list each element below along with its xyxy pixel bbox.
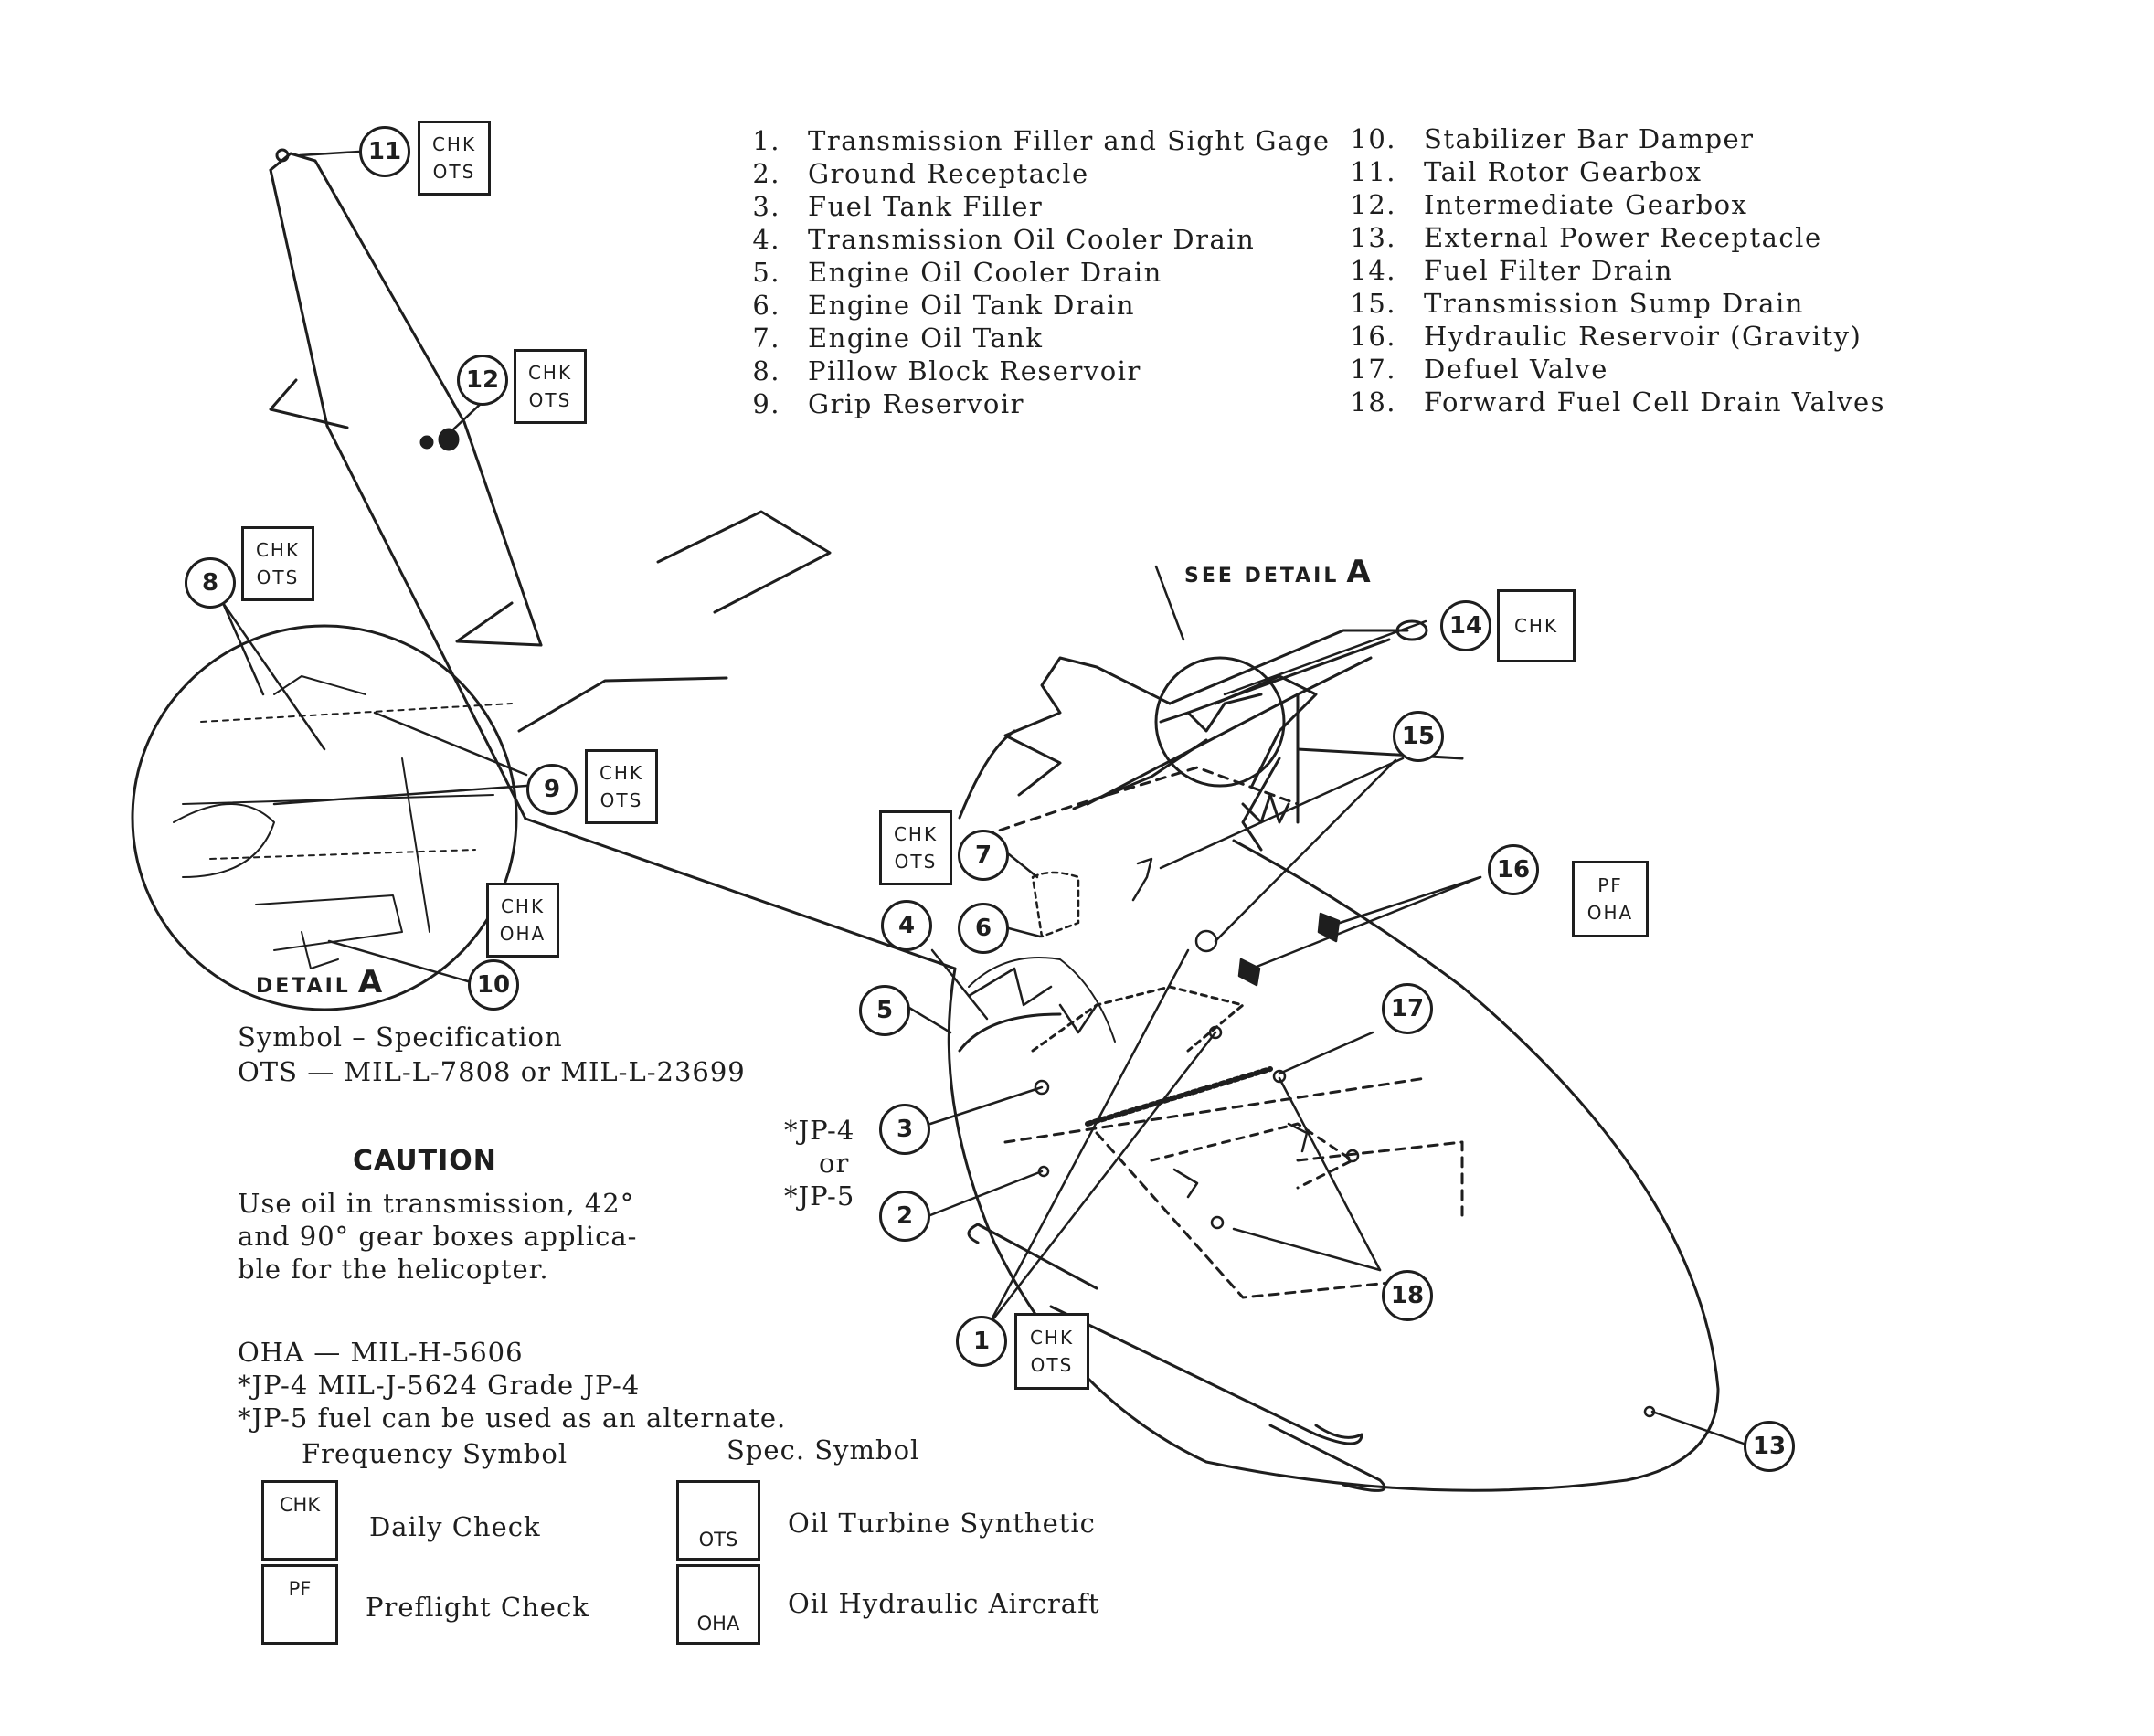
fuel-note-jp4: *JP-4 — [784, 1115, 855, 1146]
note-oha: OHA — MIL-H-5606 — [238, 1337, 524, 1368]
tail-boom — [269, 148, 543, 820]
callout-8: 8 — [185, 557, 236, 609]
rotor-mast — [958, 619, 1464, 852]
caution-line-2: and 90° gear boxes applica- — [238, 1221, 638, 1252]
landing-skids — [967, 1223, 1386, 1492]
callout-4: 4 — [881, 900, 932, 951]
note-jp4: *JP-4 MIL-J-5624 Grade JP-4 — [238, 1370, 641, 1401]
legend-item-5: 5.Engine Oil Cooler Drain — [752, 257, 1162, 288]
legend-item-4: 4.Transmission Oil Cooler Drain — [752, 224, 1256, 255]
callout-16: 16 — [1488, 844, 1539, 895]
callout-3: 3 — [879, 1104, 930, 1155]
callout-1: 1 — [956, 1316, 1007, 1367]
key-pf-box: PF — [261, 1564, 338, 1645]
key-chk-box: CHK — [261, 1480, 338, 1561]
legend-item-8: 8.Pillow Block Reservoir — [752, 355, 1141, 386]
callout-6: 6 — [958, 903, 1009, 954]
legend-item-15: 15.Transmission Sump Drain — [1350, 288, 1804, 319]
caution-line-3: ble for the helicopter. — [238, 1254, 549, 1285]
callout-18: 18 — [1382, 1270, 1433, 1321]
callout-7: 7 — [958, 830, 1009, 881]
key-pf-desc: Preflight Check — [366, 1592, 589, 1623]
legend-item-1: 1.Transmission Filler and Sight Gage — [752, 125, 1331, 156]
fuselage — [524, 766, 1720, 1492]
legend-item-2: 2.Ground Receptacle — [752, 158, 1089, 189]
key-ots-box: OTS — [676, 1480, 760, 1561]
legend-item-11: 11.Tail Rotor Gearbox — [1350, 156, 1703, 187]
callout-12: 12 — [457, 355, 508, 406]
callout-15: 15 — [1393, 711, 1444, 762]
key-oha-box: OHA — [676, 1564, 760, 1645]
caution-line-1: Use oil in transmission, 42° — [238, 1188, 635, 1219]
key-frequency-header: Frequency Symbol — [302, 1438, 568, 1469]
legend-item-6: 6.Engine Oil Tank Drain — [752, 290, 1135, 321]
horizontal-stabilizer — [455, 510, 832, 733]
detail-a-inset — [131, 624, 518, 1011]
callout-9: 9 — [526, 764, 578, 815]
legend-item-18: 18.Forward Fuel Cell Drain Valves — [1350, 386, 1886, 418]
caution-title: CAUTION — [353, 1145, 497, 1177]
callout-17: 17 — [1382, 983, 1433, 1034]
callout-11: 11 — [359, 126, 410, 177]
legend-item-16: 16.Hydraulic Reservoir (Gravity) — [1350, 321, 1862, 352]
callout-2: 2 — [879, 1191, 930, 1242]
callout-10: 10 — [468, 959, 519, 1011]
legend-item-10: 10.Stabilizer Bar Damper — [1350, 123, 1755, 154]
code-box-14: CHK — [1497, 589, 1576, 662]
callout-14: 14 — [1440, 600, 1491, 651]
legend-item-14: 14.Fuel Filter Drain — [1350, 255, 1673, 286]
key-chk-desc: Daily Check — [369, 1511, 541, 1542]
note-jp5: *JP-5 fuel can be used as an alternate. — [238, 1403, 787, 1434]
leader-lines — [221, 150, 1745, 1445]
spec-ots-line: OTS — MIL-L-7808 or MIL-L-23699 — [238, 1056, 746, 1087]
legend-item-3: 3.Fuel Tank Filler — [752, 191, 1044, 222]
key-spec-header: Spec. Symbol — [727, 1434, 920, 1466]
callout-13: 13 — [1744, 1421, 1795, 1472]
legend-item-17: 17.Defuel Valve — [1350, 354, 1608, 385]
legend-item-9: 9.Grip Reservoir — [752, 388, 1024, 419]
key-ots-desc: Oil Turbine Synthetic — [788, 1508, 1096, 1539]
legend-item-12: 12.Intermediate Gearbox — [1350, 189, 1748, 220]
key-oha-desc: Oil Hydraulic Aircraft — [788, 1588, 1100, 1619]
callout-5: 5 — [859, 985, 910, 1036]
fuel-note-or: or — [819, 1148, 850, 1179]
spec-header: Symbol – Specification — [238, 1021, 563, 1053]
legend-item-7: 7.Engine Oil Tank — [752, 323, 1044, 354]
fuel-note-jp5: *JP-5 — [784, 1180, 855, 1212]
legend-item-13: 13.External Power Receptacle — [1350, 222, 1822, 253]
